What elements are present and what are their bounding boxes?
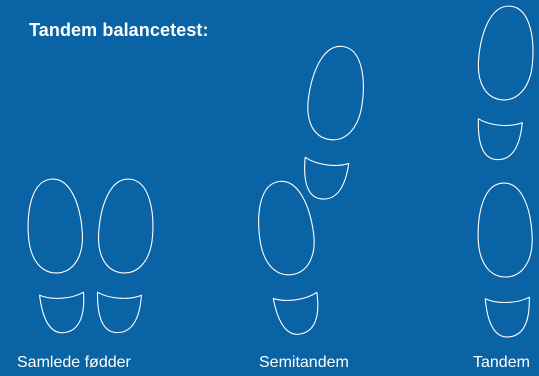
- stance-label-semitandem: Semitandem: [259, 354, 349, 371]
- back-foot-icon: [475, 181, 535, 339]
- stance-feet-together: [24, 176, 157, 335]
- left-foot-icon: [251, 177, 323, 338]
- right-foot-icon: [94, 176, 157, 335]
- stance-tandem: [474, 3, 538, 339]
- front-foot-icon: [474, 3, 538, 163]
- stance-label-tandem: Tandem: [473, 354, 530, 371]
- stance-semitandem: [251, 42, 371, 338]
- stance-label-feet-together: Samlede fødder: [17, 354, 131, 371]
- right-foot-icon: [299, 42, 371, 203]
- page-title: Tandem balancetest:: [29, 20, 209, 40]
- left-foot-icon: [24, 176, 87, 335]
